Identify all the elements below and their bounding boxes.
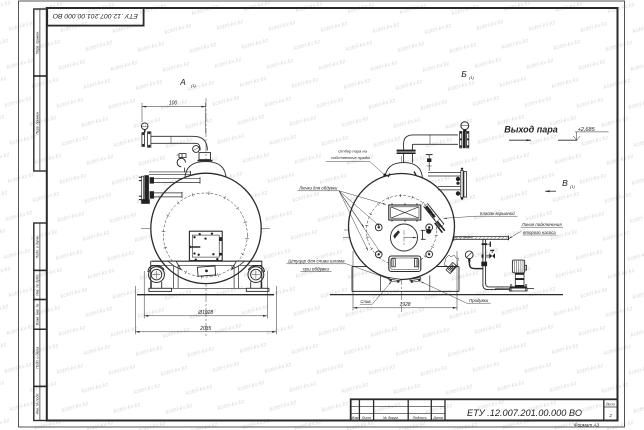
svg-text:kotel-kv.kz: kotel-kv.kz [633, 136, 644, 149]
svg-text:kotel-kv.kz: kotel-kv.kz [0, 342, 7, 355]
svg-text:kotel-kv.kz: kotel-kv.kz [0, 304, 9, 317]
svg-text:kotel-kv.kz: kotel-kv.kz [398, 421, 427, 430]
svg-text:Перв. примен.: Перв. примен. [35, 111, 39, 134]
svg-text:Лист: Лист [605, 403, 615, 407]
svg-text:kotel-kv.kz: kotel-kv.kz [34, 419, 63, 430]
svg-text:kotel-kv.kz: kotel-kv.kz [554, 419, 583, 430]
svg-text:kotel-kv.kz: kotel-kv.kz [294, 419, 323, 430]
svg-text:при обдувки: при обдувки [303, 266, 329, 271]
svg-text:(1): (1) [191, 83, 197, 88]
svg-text:В: В [562, 178, 568, 188]
svg-text:Дата: Дата [432, 416, 442, 420]
svg-text:kotel-kv.kz: kotel-kv.kz [450, 422, 479, 430]
svg-text:А: А [179, 77, 186, 87]
svg-text:Подп. и дата: Подп. и дата [35, 347, 39, 369]
svg-text:kotel-kv.kz: kotel-kv.kz [0, 114, 5, 127]
svg-text:kotel-kv.kz: kotel-kv.kz [0, 0, 11, 13]
svg-text:Выход пара: Выход пара [504, 125, 558, 135]
svg-text:Ø1928: Ø1928 [197, 310, 213, 316]
svg-text:kotel-kv.kz: kotel-kv.kz [346, 420, 375, 430]
svg-text:(1): (1) [469, 75, 475, 80]
svg-text:(1): (1) [570, 184, 576, 189]
svg-text:kotel-kv.kz: kotel-kv.kz [0, 152, 10, 165]
svg-text:Б: Б [461, 69, 467, 79]
svg-text:kotel-kv.kz: kotel-kv.kz [0, 418, 10, 430]
svg-text:2035: 2035 [199, 326, 211, 332]
svg-text:+2,685: +2,685 [578, 127, 596, 133]
svg-text:собственные нужды: собственные нужды [331, 155, 370, 160]
svg-text:Подпись: Подпись [413, 416, 427, 420]
svg-text:Изм: Изм [352, 416, 359, 420]
svg-text:Ø500: Ø500 [392, 230, 401, 239]
svg-text:Штуцер для слива шлама: Штуцер для слива шлама [288, 259, 345, 264]
svg-text:kotel-kv.kz: kotel-kv.kz [0, 190, 8, 203]
svg-text:Подп. и дата: Подп. и дата [35, 236, 39, 258]
svg-text:kotel-kv.kz: kotel-kv.kz [0, 266, 11, 279]
svg-text:kotel-kv.kz: kotel-kv.kz [190, 422, 219, 430]
svg-text:kotel-kv.kz: kotel-kv.kz [633, 402, 644, 415]
svg-text:Отбор пара на: Отбор пара на [338, 149, 367, 154]
svg-text:kotel-kv.kz: kotel-kv.kz [86, 420, 115, 430]
svg-text:kotel-kv.kz: kotel-kv.kz [0, 76, 7, 89]
svg-text:Инв. № дубл.: Инв. № дубл. [35, 274, 39, 296]
svg-text:Линия подключения: Линия подключения [521, 222, 563, 227]
svg-text:kotel-kv.kz: kotel-kv.kz [138, 421, 167, 430]
svg-text:Клапан взрывной: Клапан взрывной [480, 211, 515, 216]
svg-text:Лист: Лист [361, 416, 371, 420]
svg-text:Продувки: Продувки [469, 298, 489, 303]
svg-text:kotel-kv.kz: kotel-kv.kz [0, 38, 9, 51]
svg-text:Перв. примен.: Перв. примен. [35, 31, 39, 54]
svg-text:kotel-kv.kz: kotel-kv.kz [0, 380, 5, 393]
svg-text:Инв. № подл.: Инв. № подл. [35, 393, 39, 415]
svg-text:Взам. инв. №: Взам. инв. № [35, 303, 39, 325]
svg-text:№ докум.: № докум. [383, 416, 399, 420]
svg-text:Формат А3: Формат А3 [574, 423, 600, 428]
svg-text:1928: 1928 [399, 302, 410, 308]
svg-text:100: 100 [169, 101, 178, 107]
svg-text:Слив.: Слив. [360, 299, 371, 304]
svg-text:ЕТУ .12.007.201.00.000 ВО: ЕТУ .12.007.201.00.000 ВО [52, 12, 138, 19]
svg-text:второго насоса: второго насоса [523, 230, 556, 235]
svg-text:kotel-kv.kz: kotel-kv.kz [606, 420, 635, 430]
svg-text:kotel-kv.kz: kotel-kv.kz [0, 228, 6, 241]
svg-text:ЕТУ .12.007.201.00.000 ВО: ЕТУ .12.007.201.00.000 ВО [467, 408, 582, 418]
svg-text:2: 2 [608, 413, 612, 418]
svg-text:Лючки для обдувки: Лючки для обдувки [298, 186, 338, 191]
